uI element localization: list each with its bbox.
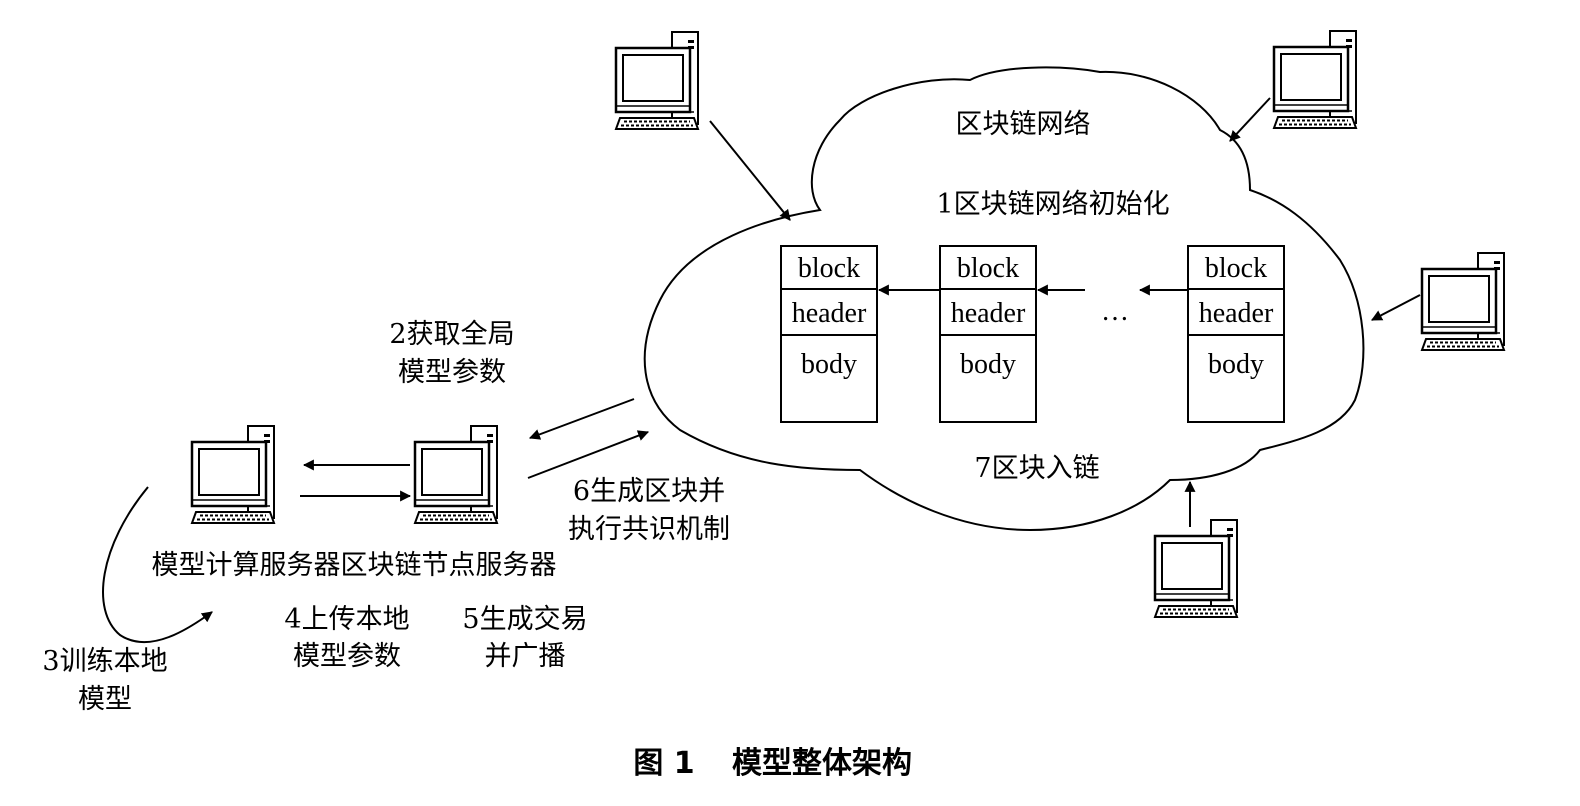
step5-label-line2: 并广播: [485, 641, 566, 672]
step2-label-line2: 模型参数: [398, 357, 506, 388]
arrow-node-to-cloud: [527, 430, 650, 479]
block-1-header-label: header: [792, 298, 867, 329]
arrow-peer-right: [1371, 294, 1421, 321]
model-compute-server-icon: [190, 424, 276, 525]
step6-label-line1: 6生成区块并: [573, 476, 725, 507]
figure-title: 模型整体架构: [732, 746, 912, 781]
peer-computer-top-left: [614, 30, 700, 131]
arrow-cloud-to-node: [528, 398, 635, 440]
block-2-header-label: header: [951, 298, 1026, 329]
block-3-body-label: body: [1208, 349, 1264, 380]
blockchain-cloud: [643, 66, 1365, 532]
block-ellipsis: …: [1101, 296, 1129, 327]
step4-label-line2: 模型参数: [293, 641, 401, 672]
block-1-block-label: block: [798, 253, 860, 284]
servers-label: 模型计算服务器区块链节点服务器: [152, 550, 557, 581]
arrow-peer-top-right: [1229, 97, 1271, 142]
step7-label: 7区块入链: [974, 453, 1099, 484]
block-3-block-label: block: [1205, 253, 1267, 284]
block-2-body-label: body: [960, 349, 1016, 380]
init-label: 1区块链网络初始化: [936, 189, 1169, 220]
block-2-block-label: block: [957, 253, 1019, 284]
peer-computer-top-right: [1272, 29, 1358, 130]
blockchain-node-server-icon: [413, 424, 499, 525]
step4-label-line1: 4上传本地: [284, 604, 409, 635]
peer-computer-bottom-right: [1153, 518, 1239, 619]
step2-label-line1: 2获取全局: [389, 319, 514, 350]
block-1-body-label: body: [801, 349, 857, 380]
step3-label-line1: 3训练本地: [42, 646, 167, 677]
figure-number: 图 1: [633, 746, 694, 781]
step6-label-line2: 执行共识机制: [568, 514, 730, 545]
training-loop-arrow: [102, 486, 213, 644]
step3-label-line2: 模型: [78, 684, 132, 715]
block-3-header-label: header: [1199, 298, 1274, 329]
arrow-peer-top-left: [709, 120, 791, 221]
network-label: 区块链网络: [956, 109, 1091, 140]
step5-label-line1: 5生成交易: [462, 604, 587, 635]
peer-computer-right: [1420, 251, 1506, 352]
